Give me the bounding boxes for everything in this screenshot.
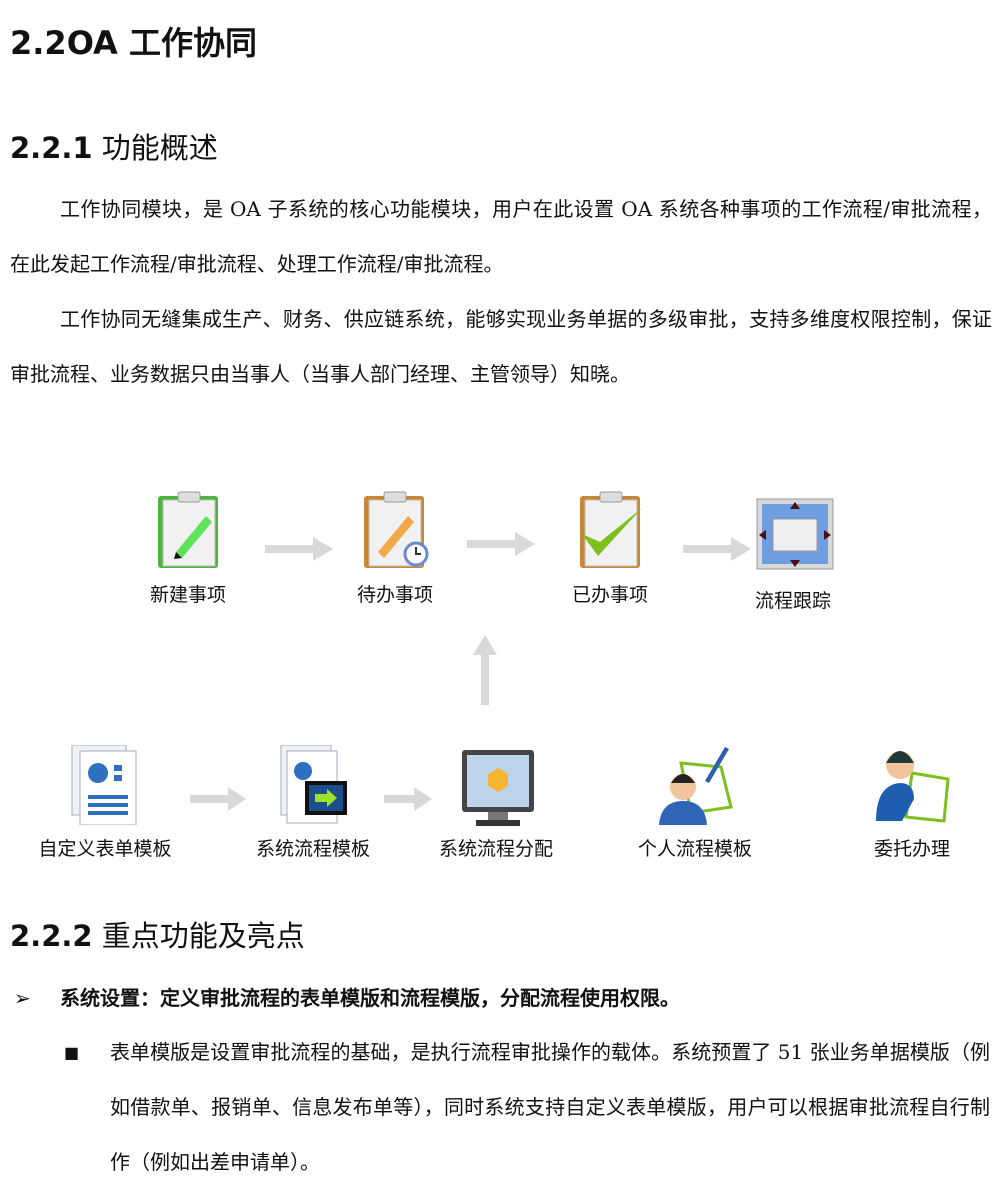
label-personal-process-template: 个人流程模板	[637, 838, 752, 860]
label-pending-item: 待办事项	[356, 584, 433, 606]
personal-process-template-icon	[659, 747, 733, 825]
label-new-item: 新建事项	[149, 584, 226, 606]
system-process-allocation-icon	[462, 750, 534, 826]
arrow-right-icon	[683, 537, 751, 561]
label-system-process-template: 系统流程模板	[255, 838, 370, 860]
arrow-right-icon	[384, 787, 432, 811]
sub-bullet-form-template: 表单模版是设置审批流程的基础，是执行流程审批操作的载体。系统预置了 51 张业务…	[110, 1040, 990, 1174]
done-item-clipboard-icon	[580, 491, 642, 568]
arrow-right-icon	[467, 532, 535, 556]
paragraph-integration: 工作协同无缝集成生产、财务、供应链系统，能够实现业务单据的多级审批，支持多维度权…	[10, 307, 992, 386]
pending-item-clipboard-icon	[364, 491, 429, 568]
paragraph-overview: 工作协同模块，是 OA 子系统的核心功能模块，用户在此设置 OA 系统各种事项的…	[10, 197, 992, 276]
square-bullet-icon: ■	[64, 1043, 80, 1062]
custom-form-template-icon	[71, 745, 137, 825]
arrow-up-icon	[473, 635, 497, 705]
delegate-handling-icon	[876, 751, 950, 823]
arrow-right-icon	[265, 537, 333, 561]
label-system-process-allocation: 系统流程分配	[438, 838, 553, 860]
bullet-system-settings: 系统设置：定义审批流程的表单模版和流程模版，分配流程使用权限。	[60, 986, 680, 1010]
process-tracking-icon	[756, 498, 834, 570]
new-item-clipboard-icon	[158, 491, 218, 568]
heading-2-2-2: 2.2.2 重点功能及亮点	[10, 919, 305, 953]
system-process-template-icon	[280, 745, 347, 824]
section-title: 2.2OA 工作协同	[10, 24, 257, 62]
heading-2-2-1: 2.2.1 功能概述	[10, 131, 218, 165]
label-process-tracking: 流程跟踪	[754, 590, 831, 612]
arrow-bullet-icon: ➢	[14, 986, 31, 1010]
label-delegate-handling: 委托办理	[873, 838, 950, 860]
label-done-item: 已办事项	[571, 584, 648, 606]
label-custom-form-template: 自定义表单模板	[38, 838, 172, 860]
arrow-right-icon	[190, 787, 246, 811]
